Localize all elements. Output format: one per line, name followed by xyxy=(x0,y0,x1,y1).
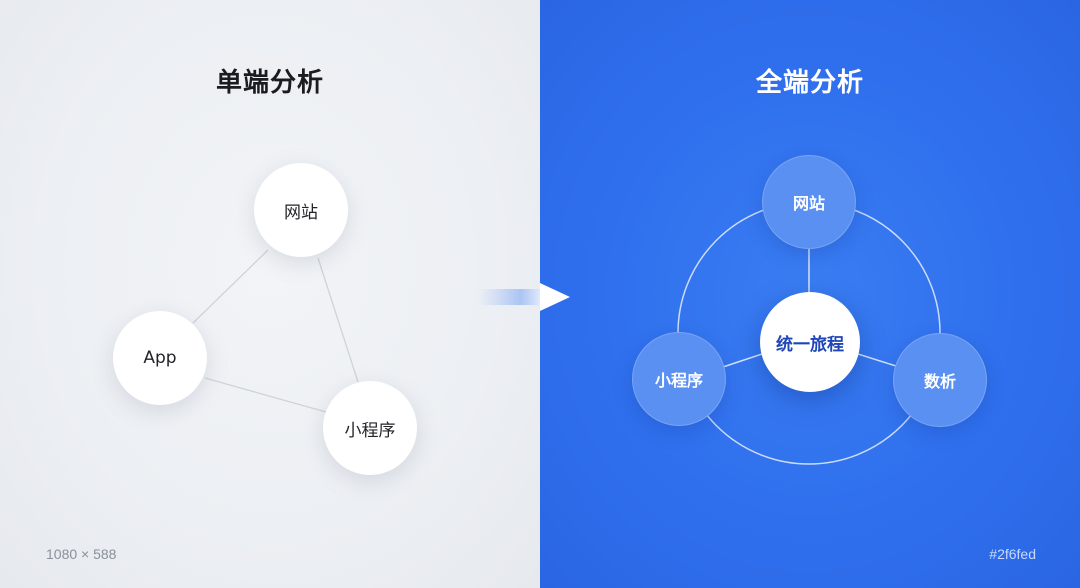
node-analytics: 数析 xyxy=(893,333,987,427)
node-app: App xyxy=(113,311,207,405)
node-app-label: App xyxy=(143,348,177,368)
node-miniprogram-label: 小程序 xyxy=(654,371,703,390)
link-app-miniprogram xyxy=(204,377,327,413)
node-website: 网站 xyxy=(254,163,348,257)
node-miniprogram: 小程序 xyxy=(632,332,726,426)
node-analytics-label: 数析 xyxy=(923,372,956,391)
arrow-right-icon xyxy=(478,280,570,314)
full-end-title: 全端分析 xyxy=(755,68,864,98)
node-miniprogram-label: 小程序 xyxy=(344,420,396,441)
spoke-miniprogram xyxy=(722,353,763,368)
node-website-label: 网站 xyxy=(792,194,825,213)
node-website-label: 网站 xyxy=(284,202,318,223)
spoke-analytics xyxy=(857,353,897,367)
full-end-panel: 全端分析 网站 小程序 数析 统一旅程 #2f6fed xyxy=(540,0,1080,588)
single-end-panel: 单端分析 网站 App 小程序 1080 × 588 xyxy=(0,0,540,588)
link-website-miniprogram xyxy=(317,257,359,383)
single-end-links xyxy=(192,249,359,413)
link-website-app xyxy=(192,249,269,324)
node-miniprogram: 小程序 xyxy=(323,381,417,475)
color-hex-label: #2f6fed xyxy=(989,546,1036,562)
single-end-title: 单端分析 xyxy=(215,68,324,98)
node-unified-journey-label: 统一旅程 xyxy=(776,334,844,355)
dimension-label: 1080 × 588 xyxy=(46,546,117,562)
node-unified-journey: 统一旅程 xyxy=(760,292,860,392)
node-website: 网站 xyxy=(762,155,856,249)
